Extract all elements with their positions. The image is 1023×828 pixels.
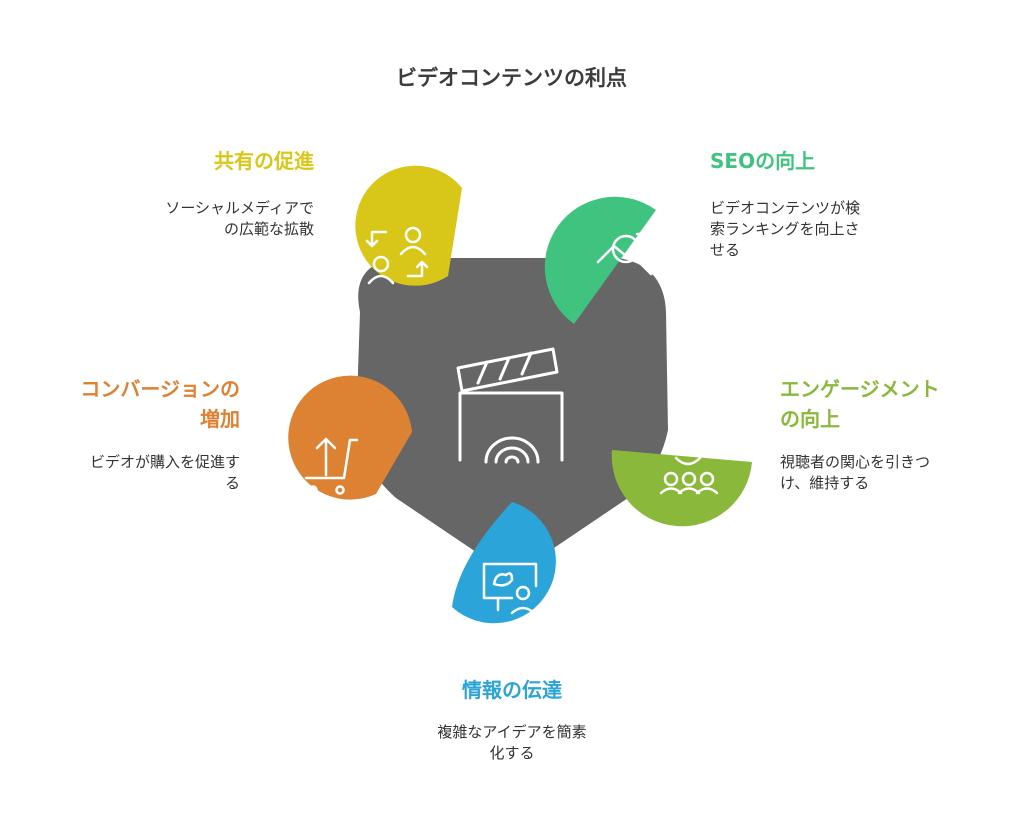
engagement-title-line: の向上 — [780, 407, 840, 431]
engagement-drop — [611, 435, 752, 527]
information-desc-line: 化する — [489, 744, 535, 762]
conversion-title-line: コンバージョンの — [80, 377, 240, 401]
conversion-desc-line: ビデオが購入を促進す — [89, 453, 240, 471]
sharing-title: 共有の促進 — [214, 149, 314, 173]
sharing-description: ソーシャルメディアで の広範な拡散 — [100, 198, 314, 240]
diagram-title: ビデオコンテンツの利点 — [396, 66, 627, 90]
information-title: 情報の伝達 — [462, 678, 562, 702]
search-trend-icon — [596, 232, 653, 276]
engagement-description: 視聴者の関心を引きつ け、維持する — [780, 452, 1010, 494]
seo-description: ビデオコンテンツが検 索ランキングを向上さ せる — [710, 198, 940, 261]
shopping-cart-icon — [304, 437, 359, 495]
seo-desc-line: ビデオコンテンツが検 — [710, 199, 861, 217]
seo-drop — [544, 196, 656, 324]
sharing-drop — [355, 165, 462, 286]
sharing-desc-line: ソーシャルメディアで — [165, 199, 314, 217]
audience-icon — [659, 435, 719, 495]
seo-title: SEOの向上 — [710, 149, 816, 173]
conversion-title-line: 増加 — [200, 407, 240, 431]
information-drop — [452, 502, 556, 624]
engagement-desc-line: け、維持する — [780, 474, 870, 492]
presentation-icon — [482, 562, 538, 615]
conversion-desc-line: る — [224, 474, 240, 492]
clapperboard-icon — [456, 347, 564, 464]
engagement-desc-line: 視聴者の関心を引きつ — [780, 453, 931, 471]
information-desc-line: 複雑なアイデアを簡素 — [437, 723, 587, 741]
seo-desc-line: せる — [710, 241, 741, 259]
center-pentagon — [356, 258, 668, 561]
engagement-title: エンゲージメント の向上 — [780, 374, 1010, 434]
share-users-icon — [365, 226, 429, 285]
conversion-drop — [288, 375, 412, 500]
seo-desc-line: 索ランキングを向上さ — [710, 220, 860, 238]
sharing-desc-line: の広範な拡散 — [223, 220, 314, 238]
conversion-description: ビデオが購入を促進す る — [10, 452, 240, 494]
conversion-title: コンバージョンの 増加 — [10, 374, 240, 434]
engagement-title-line: エンゲージメント — [780, 377, 940, 401]
information-description: 複雑なアイデアを簡素 化する — [362, 722, 662, 764]
